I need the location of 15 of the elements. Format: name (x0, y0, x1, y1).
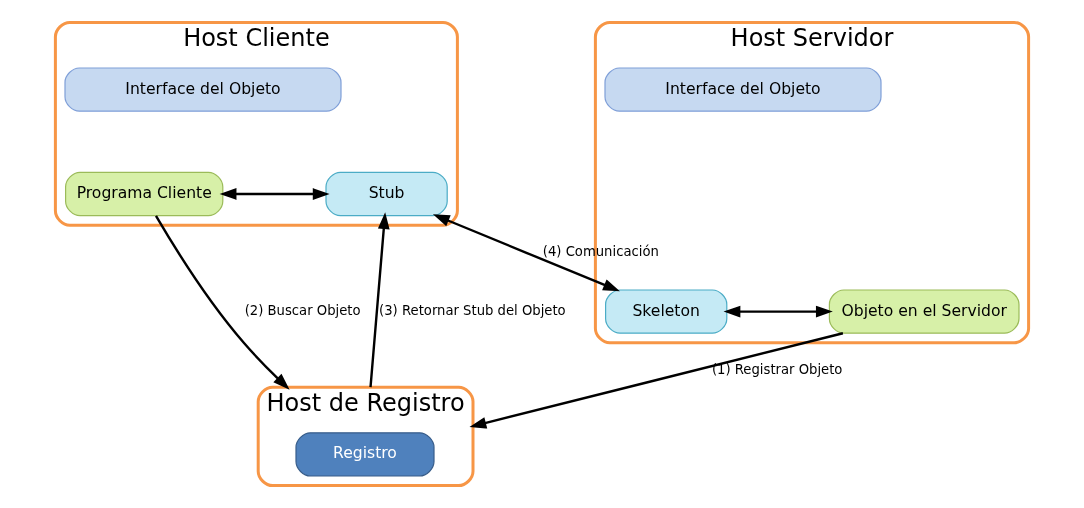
edge-label: (3) Retornar Stub del Objeto (379, 302, 566, 318)
arrow (432, 214, 620, 292)
node-box: Stub (325, 171, 448, 217)
arrow (154, 215, 290, 390)
arrow (469, 332, 844, 429)
node-box: Objeto en el Servidor (828, 289, 1020, 334)
arrow (219, 188, 330, 200)
node-box: Interface del Objeto (64, 67, 342, 112)
node-box: Skeleton (605, 289, 728, 334)
node-box: Interface del Objeto (604, 67, 882, 112)
node-box: Programa Cliente (65, 171, 224, 217)
node-box: Registro (295, 432, 435, 477)
arrow (369, 212, 390, 388)
arrow (723, 305, 833, 318)
edge-label: (2) Buscar Objeto (244, 302, 361, 318)
